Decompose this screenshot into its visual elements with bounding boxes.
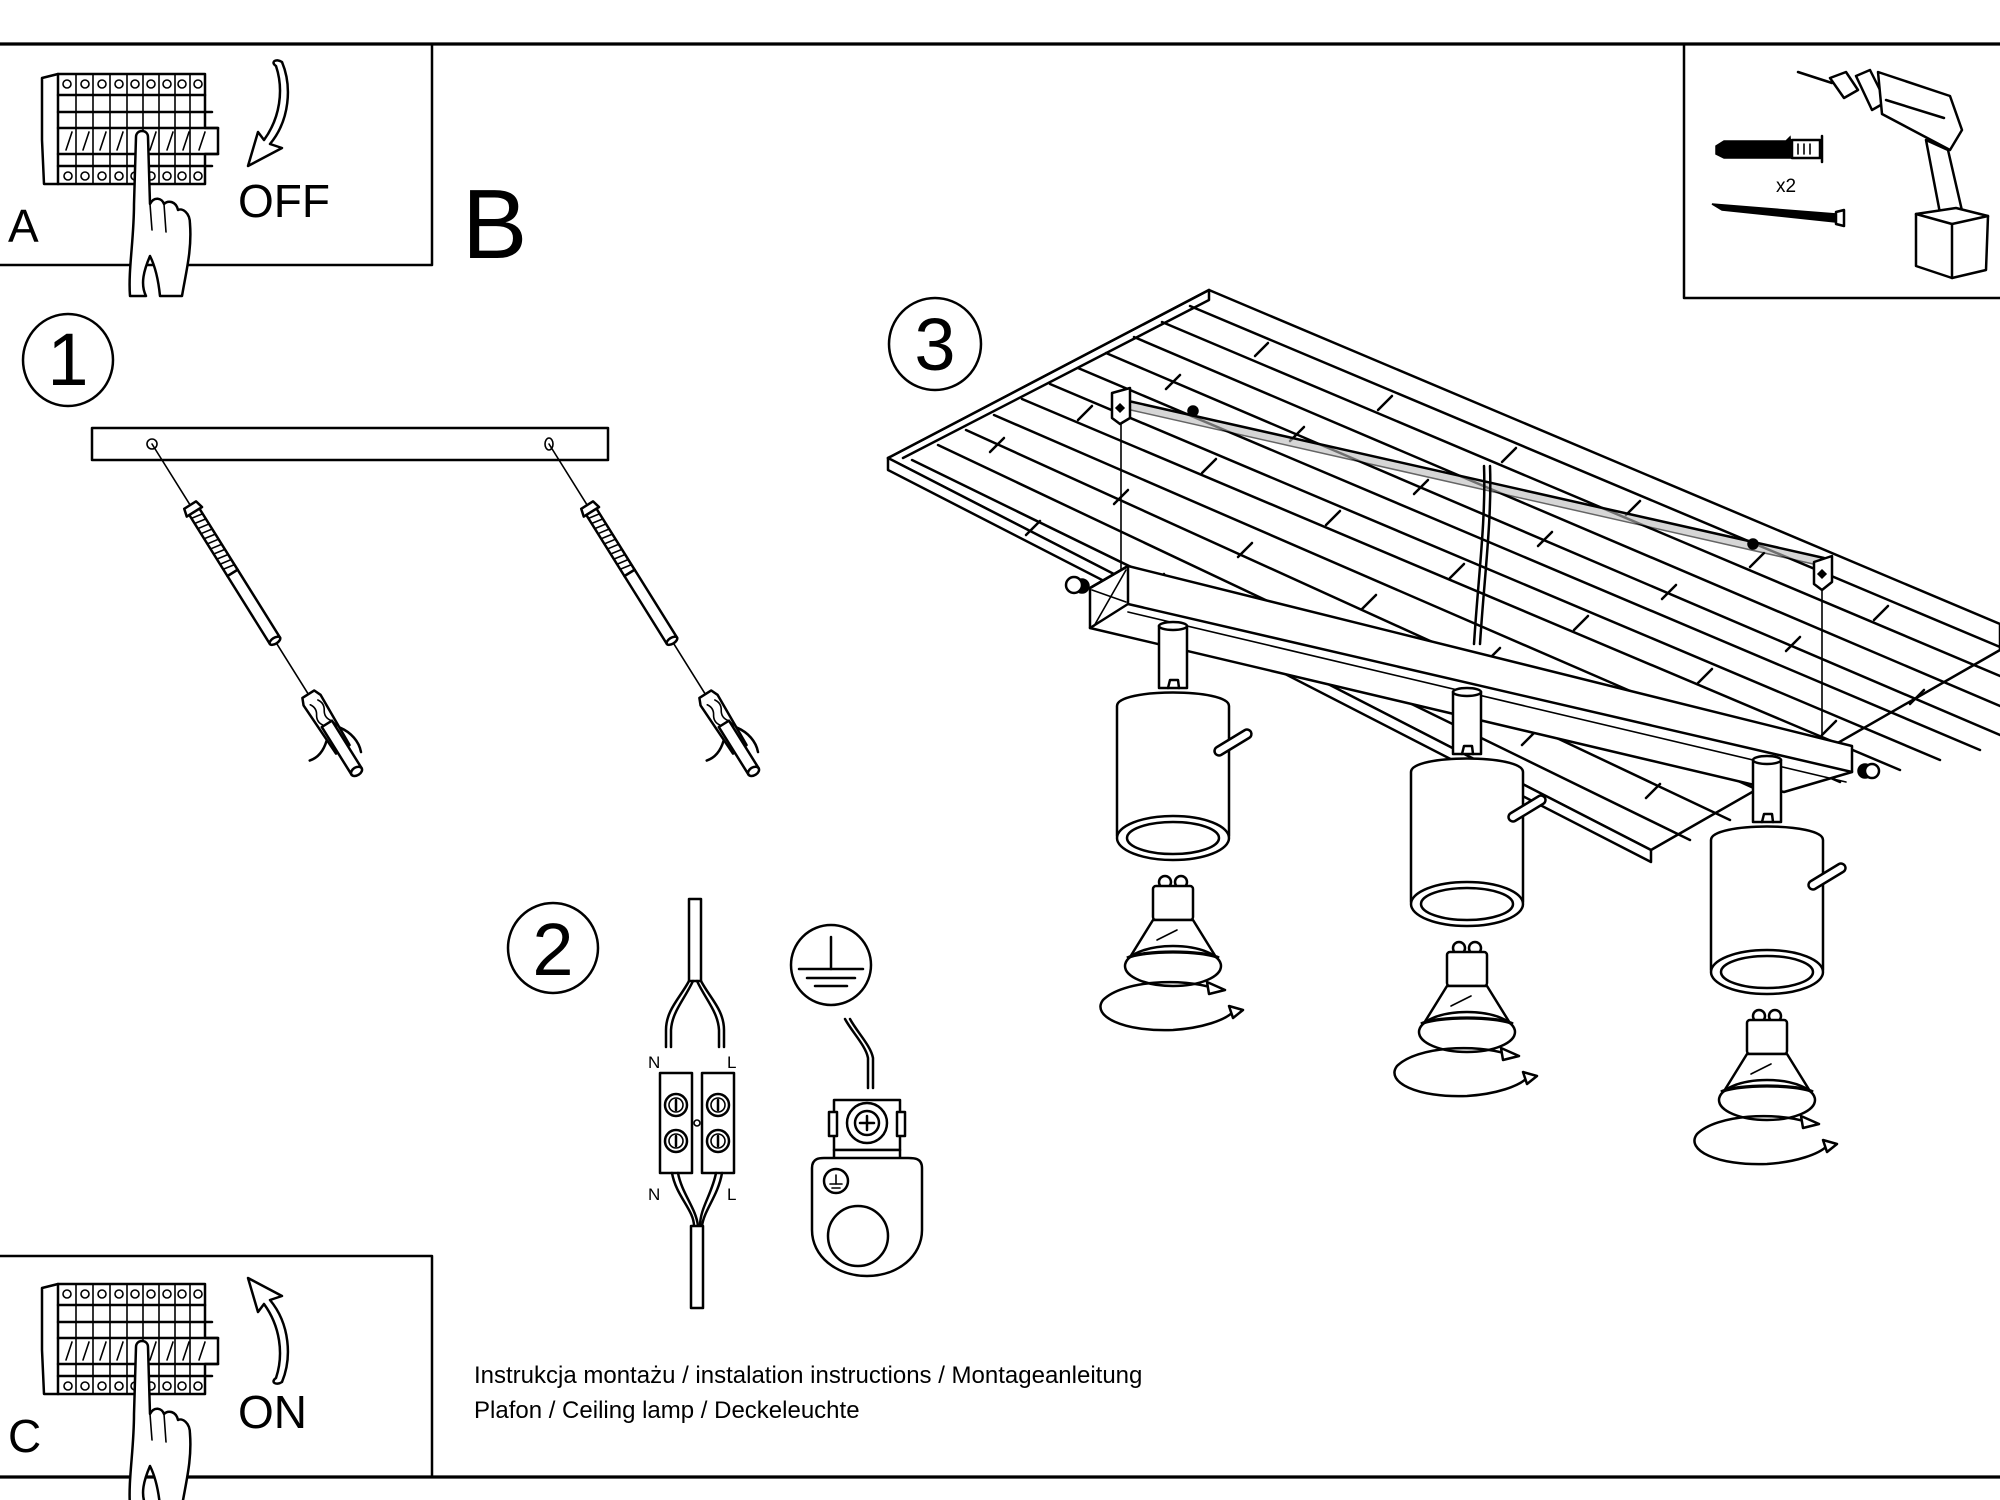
quantity-label: x2 bbox=[1776, 176, 1796, 197]
panel-a-power-off: OFF A bbox=[0, 42, 434, 298]
step-number: 1 bbox=[47, 318, 88, 401]
earth-ground-symbol-icon bbox=[789, 923, 873, 1007]
caption-title: Instrukcja montażu / instalation instruc… bbox=[474, 1362, 1143, 1389]
power-drill-icon bbox=[1796, 68, 1990, 280]
mounting-bar bbox=[90, 426, 610, 462]
power-cable-icon bbox=[664, 897, 726, 1049]
circuit-breaker-icon bbox=[40, 72, 220, 298]
anchor-screw-icon bbox=[518, 434, 771, 795]
on-label: ON bbox=[238, 1386, 307, 1438]
caption-subtitle: Plafon / Ceiling lamp / Deckeleuchte bbox=[474, 1397, 860, 1424]
lamp-cable-icon bbox=[670, 1171, 724, 1310]
section-label-b: B bbox=[462, 169, 527, 279]
spotlight-1 bbox=[1098, 620, 1254, 1032]
anchor-screw-icon bbox=[121, 434, 374, 795]
step-3: 3 bbox=[886, 288, 2000, 1166]
step-2: 2 N L N L bbox=[506, 897, 924, 1310]
mounting-rail-icon bbox=[1110, 386, 1834, 749]
section-label-a: A bbox=[8, 200, 39, 252]
ground-terminal-icon bbox=[810, 1017, 924, 1278]
circuit-breaker-icon bbox=[40, 1282, 220, 1500]
power-cable-icon bbox=[1472, 464, 1492, 646]
step-number-badge bbox=[887, 296, 983, 392]
step-number: 3 bbox=[914, 303, 955, 386]
panel-c-power-on: ON C bbox=[0, 1254, 434, 1500]
wall-plug-icon bbox=[1715, 134, 1824, 164]
tools-panel: x2 bbox=[1682, 42, 2000, 300]
step-1: 1 bbox=[21, 312, 771, 795]
wire-label-n: N bbox=[648, 1053, 660, 1072]
terminal-block-icon bbox=[658, 1071, 736, 1175]
curved-arrow-down-icon bbox=[246, 59, 290, 168]
spotlight-3 bbox=[1692, 754, 1848, 1166]
lamp-base-icon bbox=[1064, 564, 1881, 794]
wire-label-l: L bbox=[727, 1185, 736, 1204]
off-label: OFF bbox=[238, 175, 330, 227]
step-number: 2 bbox=[532, 908, 573, 991]
mounting-hole bbox=[544, 437, 554, 451]
wire-label-n: N bbox=[648, 1185, 660, 1204]
wire-label-l: L bbox=[727, 1053, 736, 1072]
section-label-c: C bbox=[8, 1410, 41, 1462]
wood-screw-icon bbox=[1711, 203, 1846, 228]
step-number-badge bbox=[506, 901, 600, 995]
mounting-hole bbox=[146, 438, 158, 450]
curved-arrow-up-icon bbox=[246, 1276, 290, 1385]
step-number-badge bbox=[21, 312, 115, 408]
